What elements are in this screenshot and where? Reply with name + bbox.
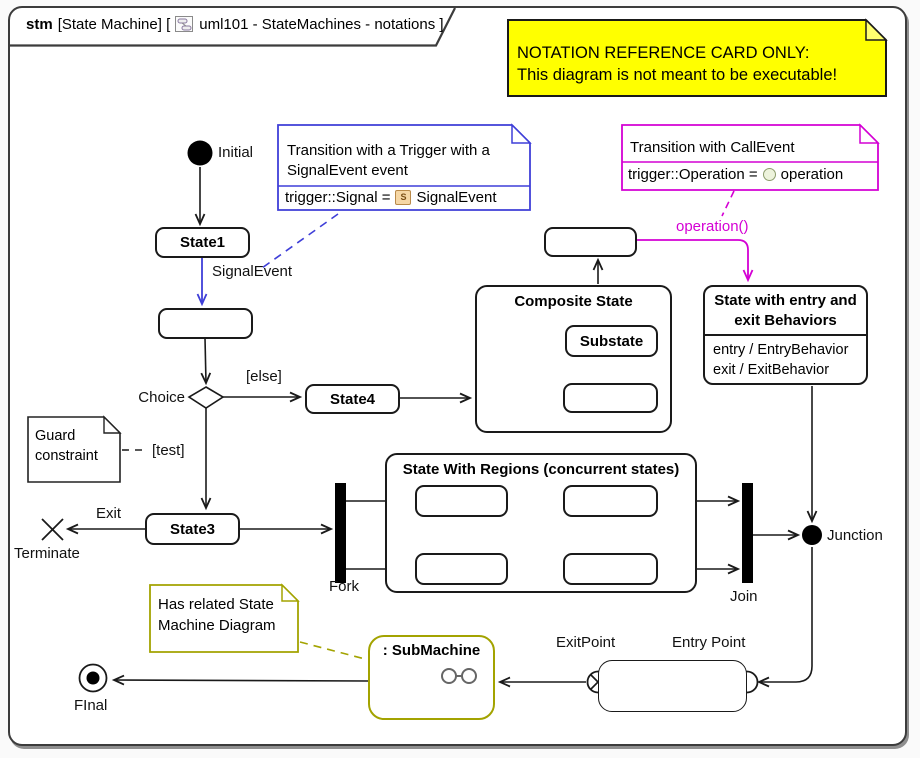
join-label: Join [730,588,758,605]
warning-line2: This diagram is not meant to be executab… [517,66,838,84]
warning-note-text: NOTATION REFERENCE CARD ONLY: This diagr… [517,42,879,86]
signal-icon: S [395,190,412,205]
junction-pseudostate[interactable] [802,525,822,545]
choice-pseudostate[interactable] [187,386,225,409]
signal-expr-left: trigger::Signal = [285,189,391,206]
signal-expr-right: SignalEvent [416,189,497,206]
else-guard-label: [else] [246,368,282,385]
call-note-expr: trigger::Operation = operation [628,166,843,183]
submachine-note-anchor [299,641,366,660]
behaviors-entry-action: entry / EntryBehavior [713,342,849,358]
warning-note[interactable] [507,18,888,97]
fork-bar[interactable] [335,483,346,583]
state-unnamed-points[interactable] [598,660,747,712]
state-submachine[interactable]: : SubMachine [368,635,495,720]
signal-note-body: Transition with a Trigger with a SignalE… [287,142,490,179]
behaviors-title: State with entry and exit Behaviors [705,287,866,336]
signal-note-anchor [261,213,339,269]
state-unnamed-region2a[interactable] [415,553,508,585]
state-unnamed-region1b[interactable] [563,485,658,517]
test-guard-label: [test] [152,442,185,459]
exit-label: Exit [96,505,122,522]
frame-tab-text: stm [State Machine] [ uml101 - StateMach… [26,16,444,33]
exitpoint-label: ExitPoint [556,634,616,651]
submachine-note-body: Has related State Machine Diagram [158,596,276,634]
state3-label: State3 [169,520,216,538]
terminate-pseudostate[interactable] [41,518,64,541]
guard-note-body: Guard constraint [35,428,98,464]
initial-label: Initial [218,144,254,161]
signalevent-label: SignalEvent [212,263,293,280]
state1-label: State1 [179,234,226,251]
state-behaviors[interactable]: State with entry and exit Behaviors entr… [703,285,868,385]
submachine-title: : SubMachine [382,642,481,659]
composite-title: Composite State [514,293,633,310]
fork-label: Fork [329,578,359,595]
call-note-shape[interactable] [621,123,880,191]
state-unnamed-region2b[interactable] [563,553,658,585]
operation-call-label: operation() [676,218,749,235]
junction-label: Junction [827,527,883,544]
signal-note-shape[interactable] [277,123,532,211]
transition-to-choice[interactable] [200,337,212,386]
terminate-label: Terminate [14,545,80,562]
transition-submachine-final[interactable] [111,674,369,686]
frame-title: uml101 - StateMachines - notations ] [199,16,444,33]
state-state1[interactable]: State1 [155,227,250,258]
state-unnamed-in-composite[interactable] [563,383,658,413]
state-unnamed-region1a[interactable] [415,485,508,517]
initial-pseudostate[interactable] [187,140,213,166]
statemachine-diagram-icon [175,16,194,32]
behaviors-exit-action: exit / ExitBehavior [713,362,830,378]
state4-label: State4 [329,390,376,408]
substate-label: Substate [579,332,644,350]
frame-tab [9,7,456,47]
call-note-body: Transition with CallEvent [630,139,795,156]
regions-title: State With Regions (concurrent states) [402,461,680,478]
state-unnamed-top[interactable] [544,227,637,257]
guard-note-shape[interactable] [27,415,122,483]
call-expr-right: operation [780,166,844,183]
call-expr-left: trigger::Operation = [628,166,758,183]
frame-context: [State Machine] [ [57,16,171,33]
operation-icon [762,168,776,181]
call-note-anchor [721,190,735,217]
state-unnamed-after-signal[interactable] [158,308,253,339]
warning-line1: NOTATION REFERENCE CARD ONLY: [517,44,810,62]
entrypoint-label: Entry Point [672,634,746,651]
signal-note-expr: trigger::Signal = S SignalEvent [285,189,497,206]
submachine-note-shape[interactable] [149,583,300,653]
state-substate[interactable]: Substate [565,325,658,357]
submachine-icon [441,668,477,684]
transition-callevent[interactable] [637,239,754,283]
frame-keyword: stm [26,16,53,33]
final-state[interactable] [78,663,108,693]
join-bar[interactable] [742,483,753,583]
transition-junction-entrypoint[interactable] [756,547,813,688]
state-state3[interactable]: State3 [145,513,240,545]
choice-label: Choice [138,389,185,406]
state-state4[interactable]: State4 [305,384,400,414]
final-label: FInal [74,697,108,714]
